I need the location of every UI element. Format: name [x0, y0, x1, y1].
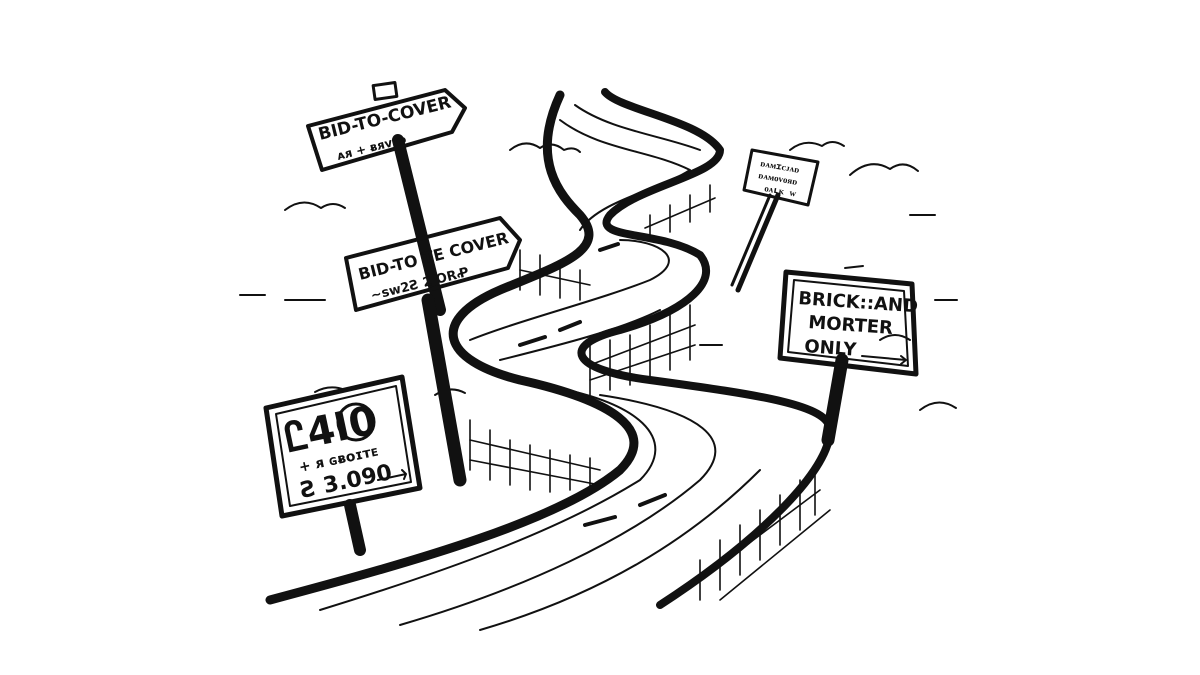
clouds	[239, 141, 958, 411]
left-board-sign: Ꮭ4I0 + ᴙ ɢᴃᴏɪᴛᴇ Ƨ 3.090	[263, 374, 423, 556]
right-board-sign: BRICK::AND MORTER ONLY	[777, 265, 919, 447]
right-board-sign-line2: MORTER	[808, 312, 894, 339]
small-far-sign: ᴅᴀᴍɪᴄᴊᴀᴅ ᴅᴀᴍᴏᴠᴏᴙᴅ ᴏᴀʟᴋ ᴡ	[730, 148, 820, 293]
right-board-sign-line3: ONLY	[804, 336, 858, 361]
